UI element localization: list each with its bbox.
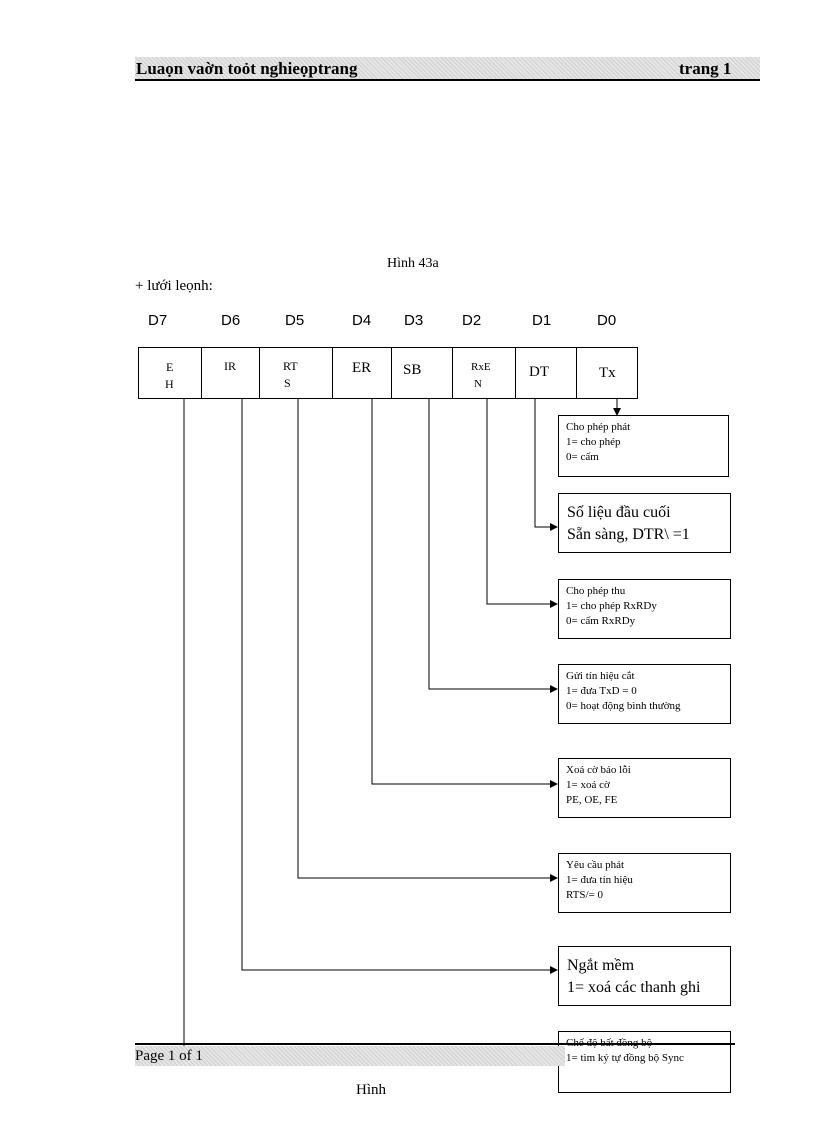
desc-box-d7: Chế độ bất đồng bộ 1= tìm ký tự đồng bộ … — [558, 1031, 731, 1093]
command-register: E H IR RT S ER SB RxE N DT Tx — [138, 347, 638, 399]
desc-line: 1= xoá cờ — [566, 779, 610, 791]
desc-box-d4: Xoá cờ báo lỗi 1= xoá cờ PE, OE, FE — [558, 758, 731, 818]
desc-line: Sẵn sàng, DTR\ =1 — [567, 526, 690, 543]
desc-line: Yêu cầu phát — [566, 859, 625, 871]
desc-line: 0= cấm RxRDy — [566, 615, 636, 627]
register-cell-eh: E H — [139, 348, 202, 398]
desc-line: 1= đưa TxD = 0 — [566, 685, 637, 697]
desc-line: 1= đưa tín hiệu — [566, 874, 633, 886]
cell-text: IR — [224, 359, 236, 373]
header-page-number: trang 1 — [679, 59, 732, 78]
connector-d5 — [297, 399, 558, 882]
connector-d1 — [534, 399, 558, 531]
figure-caption: Hình 43a — [387, 256, 439, 271]
cell-text: Tx — [599, 365, 616, 381]
bit-label-d0: D0 — [597, 312, 617, 329]
desc-line: 1= cho phép — [566, 436, 621, 448]
desc-box-d1: Số liệu đầu cuối Sẵn sàng, DTR\ =1 — [558, 493, 731, 553]
header-rule — [135, 79, 760, 81]
bit-label-d3: D3 — [404, 312, 424, 329]
connector-d2 — [486, 399, 558, 608]
register-cell-rxen: RxE N — [453, 348, 516, 398]
desc-box-d3: Gửi tín hiệu cắt 1= đưa TxD = 0 0= hoạt … — [558, 664, 731, 724]
desc-line: Cho phép thu — [566, 585, 626, 597]
register-cell-er: ER — [333, 348, 392, 398]
cell-text: N — [474, 378, 482, 390]
footer-band — [135, 1046, 565, 1066]
cell-text: DT — [529, 364, 549, 380]
register-cell-dt: DT — [516, 348, 577, 398]
connector-d6 — [241, 399, 558, 974]
desc-line: RTS/= 0 — [566, 889, 604, 901]
desc-line: 1= cho phép RxRDy — [566, 600, 657, 612]
bit-label-d5: D5 — [285, 312, 305, 329]
section-label: + lưới leọnh: — [135, 278, 213, 294]
register-cell-tx: Tx — [577, 348, 639, 398]
desc-box-d0: Cho phép phát 1= cho phép 0= cấm — [558, 415, 729, 477]
bit-label-d1: D1 — [532, 312, 552, 329]
cell-text: ER — [352, 360, 372, 376]
cell-text: E — [166, 360, 174, 374]
desc-line: Số liệu đầu cuối — [567, 504, 671, 521]
connector-d4 — [371, 399, 558, 788]
register-cell-rts: RT S — [260, 348, 333, 398]
desc-box-d2: Cho phép thu 1= cho phép RxRDy 0= cấm Rx… — [558, 579, 731, 639]
desc-line: Ngắt mềm — [567, 957, 635, 974]
desc-line: Cho phép phát — [566, 421, 631, 433]
cell-text: RxE — [471, 361, 491, 373]
cell-text: H — [165, 377, 174, 391]
bit-label-d7: D7 — [148, 312, 168, 329]
connector-d7 — [183, 399, 558, 1059]
register-cell-sb: SB — [392, 348, 453, 398]
desc-line: PE, OE, FE — [566, 794, 618, 806]
footer-page-text: Page 1 of 1 — [135, 1048, 203, 1064]
desc-box-d5: Yêu cầu phát 1= đưa tín hiệu RTS/= 0 — [558, 853, 731, 913]
header-band — [135, 57, 760, 79]
desc-line: Gửi tín hiệu cắt — [566, 670, 635, 682]
bit-label-d6: D6 — [221, 312, 241, 329]
cell-text: SB — [403, 362, 422, 378]
bottom-caption: Hình — [356, 1082, 386, 1098]
connector-d3 — [428, 399, 558, 693]
desc-box-d6: Ngắt mềm 1= xoá các thanh ghi — [558, 946, 731, 1006]
desc-line: 1= tìm ký tự đồng bộ Sync — [566, 1052, 684, 1064]
cell-text: S — [284, 376, 291, 390]
bit-label-d2: D2 — [462, 312, 482, 329]
desc-line: Xoá cờ báo lỗi — [566, 764, 631, 776]
header-title: Luaọn vaờn toỏt nghieọptrang — [136, 59, 358, 78]
footer-rule — [135, 1043, 735, 1045]
register-cell-ir: IR — [202, 348, 260, 398]
desc-line: 0= hoạt động bình thường — [566, 700, 681, 712]
cell-text: RT — [283, 359, 298, 373]
bit-label-d4: D4 — [352, 312, 372, 329]
desc-line: 1= xoá các thanh ghi — [567, 979, 701, 996]
desc-line: 0= cấm — [566, 451, 599, 463]
